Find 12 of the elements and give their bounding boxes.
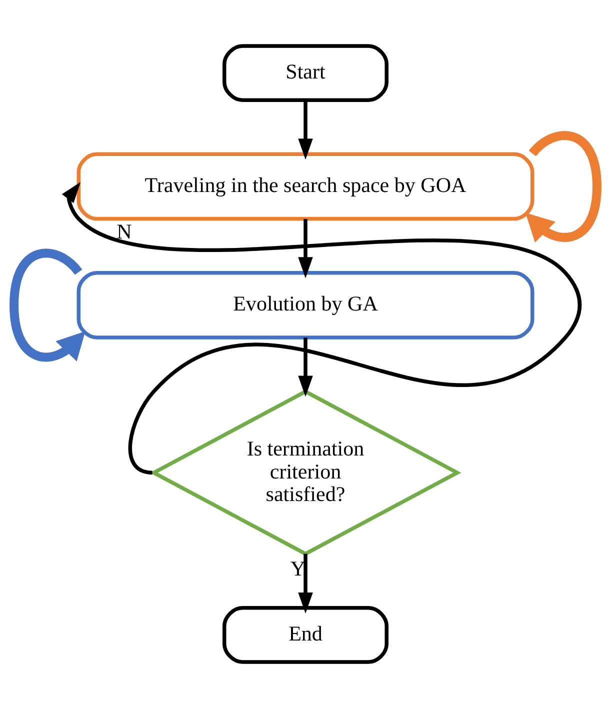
arrow: [525, 130, 602, 242]
node-box: Start: [222, 44, 388, 102]
node-box: Evolution by GA: [76, 270, 534, 339]
node-diamond: Is termination criterion satisfied?: [150, 388, 462, 556]
arrow: [62, 181, 582, 474]
arrow: [298, 337, 313, 396]
arrow: [10, 248, 86, 362]
node-box: End: [222, 606, 388, 664]
arrow: [298, 100, 313, 160]
edge-label: N: [116, 218, 132, 243]
arrow: [298, 218, 313, 278]
node-box: Traveling in the search space by GOA: [76, 152, 534, 220]
